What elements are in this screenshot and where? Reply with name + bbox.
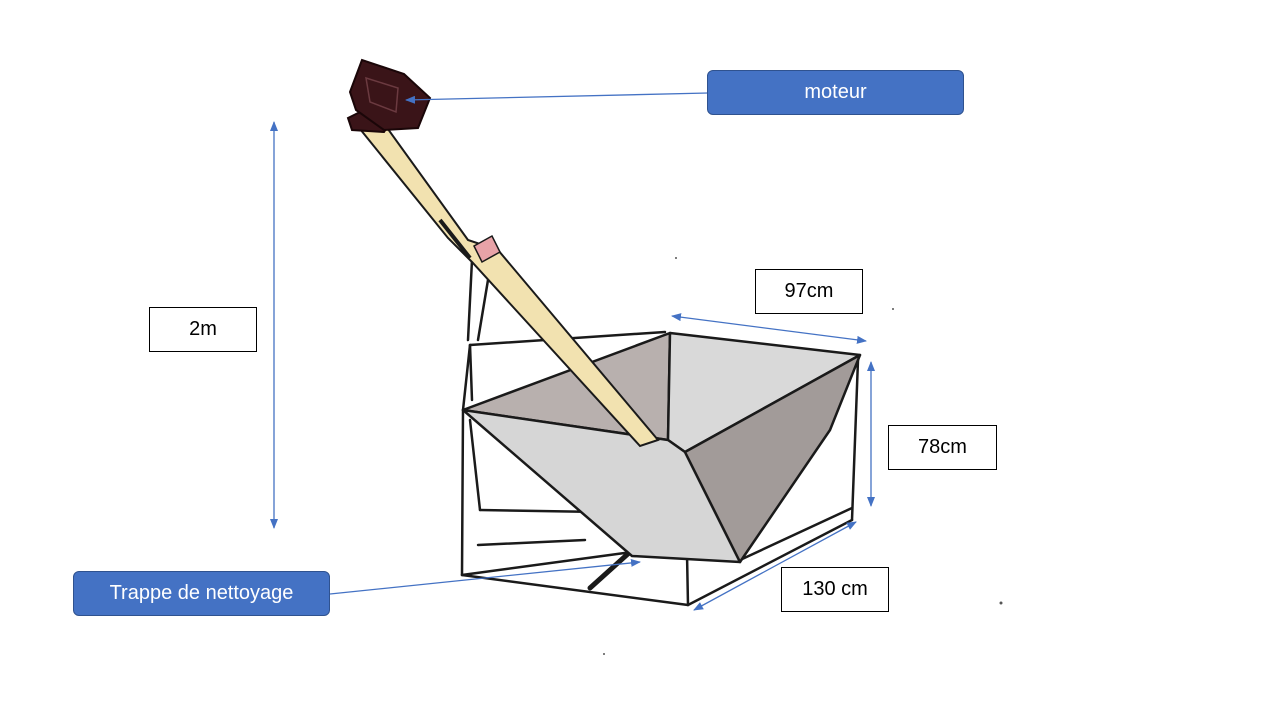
width-label: 130 cm	[781, 567, 889, 612]
arrows	[270, 92, 875, 611]
motor	[346, 58, 432, 134]
cleaning-hatch-callout: Trappe de nettoyage	[73, 571, 330, 616]
auger-collar	[473, 234, 501, 264]
motor-pointer-arrow	[405, 92, 709, 104]
auger-tube	[354, 116, 660, 448]
hatch-pointer-arrow	[329, 558, 641, 595]
motor-callout: moteur	[707, 70, 964, 115]
height-label: 2m	[149, 307, 257, 352]
specks	[603, 257, 1003, 655]
width-dimension-arrow	[693, 521, 857, 611]
depth-dimension-arrow	[671, 313, 867, 344]
depth-label: 97cm	[755, 269, 863, 314]
auger	[354, 116, 660, 448]
hopper-height-label: 78cm	[888, 425, 997, 470]
hopper	[461, 331, 862, 564]
